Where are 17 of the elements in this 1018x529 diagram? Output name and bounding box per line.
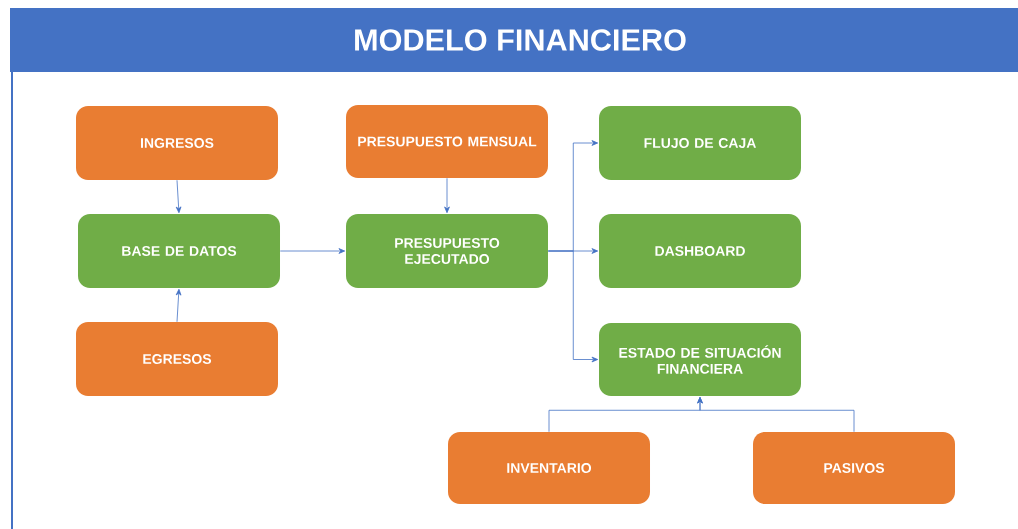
process-box: PRESUPUESTO EJECUTADO	[346, 214, 548, 288]
process-box: INGRESOS	[76, 106, 278, 180]
title-banner: MODELO FINANCIERO	[10, 8, 1018, 72]
process-box: DASHBOARD	[599, 214, 801, 288]
arrow	[697, 396, 855, 433]
process-box: PASIVOS	[753, 432, 955, 504]
arrow	[175, 288, 182, 323]
arrow	[175, 179, 182, 214]
process-box: FLUJO DE CAJA	[599, 106, 801, 180]
process-box: ESTADO DE SITUACIÓN FINANCIERA	[599, 323, 801, 396]
process-box: PRESUPUESTO MENSUAL	[346, 105, 548, 178]
process-box: INVENTARIO	[448, 432, 650, 504]
arrow	[279, 248, 346, 254]
process-box: BASE DE DATOS	[78, 214, 280, 288]
arrow	[547, 250, 599, 363]
arrow	[444, 177, 450, 214]
process-box: EGRESOS	[76, 322, 278, 396]
